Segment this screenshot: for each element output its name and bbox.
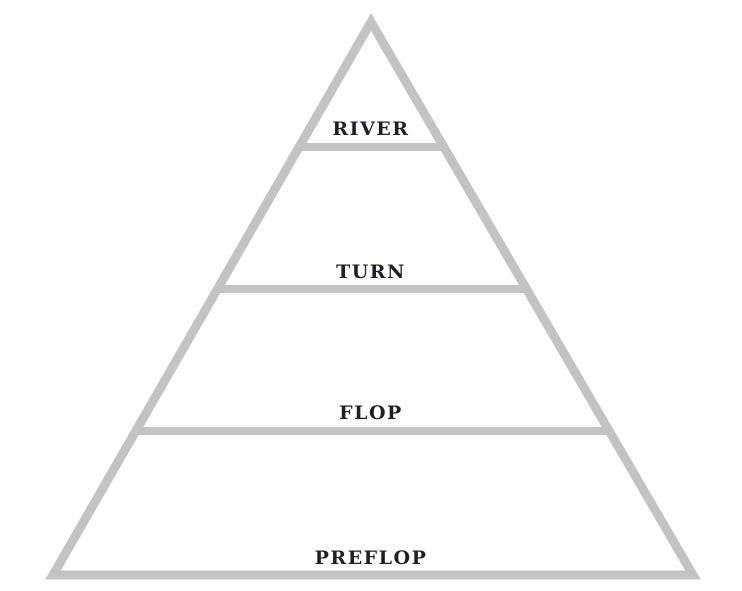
tier-label-preflop: PREFLOP [315, 547, 428, 569]
tier-label-turn: TURN [336, 261, 406, 283]
tier-label-flop: FLOP [339, 402, 403, 424]
tier-label-river: RIVER [332, 118, 409, 140]
pyramid-outline [45, 13, 701, 580]
